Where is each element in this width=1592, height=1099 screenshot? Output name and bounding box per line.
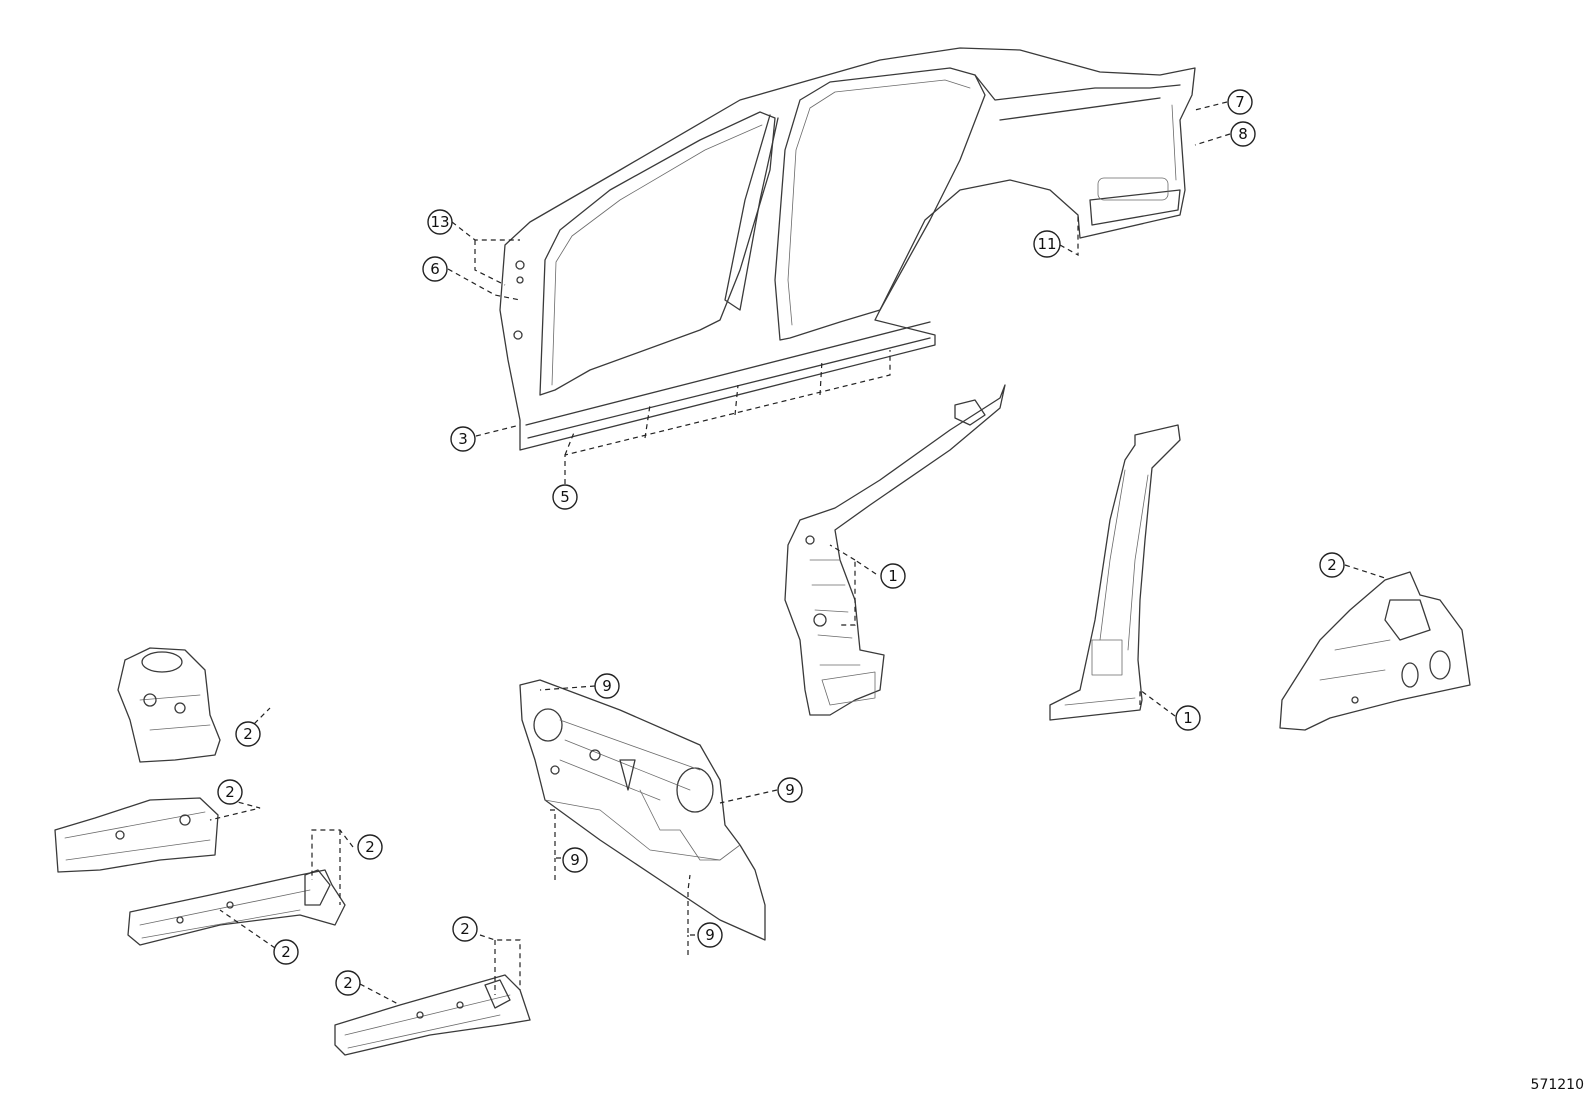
callout-2-floor-member-left: 2 <box>335 970 361 996</box>
floor-side-member <box>334 974 531 1056</box>
callout-2-side-member-bottom: 2 <box>273 939 299 965</box>
svg-text:2: 2 <box>343 974 353 992</box>
front-side-member <box>127 869 346 946</box>
svg-text:13: 13 <box>430 213 449 231</box>
callout-1-center-pillar: 1 <box>1175 705 1201 731</box>
svg-text:9: 9 <box>705 926 715 944</box>
svg-text:2: 2 <box>365 838 375 856</box>
rear-wheel-house-panel <box>1279 571 1471 731</box>
svg-text:2: 2 <box>243 725 253 743</box>
front-side-member-extension <box>54 797 219 873</box>
body-side-outer-panel <box>499 47 1196 451</box>
center-pillar-inner <box>1049 424 1181 721</box>
svg-text:5: 5 <box>560 488 570 506</box>
callout-2-floor-member-top: 2 <box>452 916 478 942</box>
svg-text:1: 1 <box>888 567 898 585</box>
callout-9-dash-right: 9 <box>777 777 803 803</box>
callout-9-dash-left: 9 <box>562 847 588 873</box>
svg-text:6: 6 <box>430 260 440 278</box>
callout-8: 8 <box>1230 121 1256 147</box>
leader-lines <box>209 101 1386 1006</box>
svg-text:3: 3 <box>458 430 468 448</box>
svg-text:8: 8 <box>1238 125 1248 143</box>
callout-11: 11 <box>1033 230 1061 258</box>
callout-1-front-pillar: 1 <box>880 563 906 589</box>
svg-text:9: 9 <box>602 677 612 695</box>
svg-text:2: 2 <box>281 943 291 961</box>
callout-2-side-member-ext: 2 <box>217 779 243 805</box>
callout-2-side-member-top: 2 <box>357 834 383 860</box>
callout-2-suspension-tower: 2 <box>235 721 261 747</box>
callout-13: 13 <box>427 209 453 235</box>
callout-9-dash-bottom: 9 <box>697 922 723 948</box>
callout-7: 7 <box>1227 89 1253 115</box>
callout-2-wheel-house: 2 <box>1319 552 1345 578</box>
callout-3: 3 <box>450 426 476 452</box>
callout-5: 5 <box>552 484 578 510</box>
figure-number: 571210 <box>1530 1077 1584 1093</box>
svg-text:7: 7 <box>1235 93 1245 111</box>
svg-text:1: 1 <box>1183 709 1193 727</box>
svg-text:11: 11 <box>1037 235 1056 253</box>
callout-9-dash-top: 9 <box>594 673 620 699</box>
svg-text:2: 2 <box>1327 556 1337 574</box>
svg-text:2: 2 <box>225 783 235 801</box>
svg-text:2: 2 <box>460 920 470 938</box>
dash-panel <box>519 679 766 941</box>
callout-6: 6 <box>422 256 448 282</box>
front-suspension-tower <box>117 647 221 763</box>
svg-text:9: 9 <box>570 851 580 869</box>
front-pillar-inner <box>784 384 1006 716</box>
svg-text:9: 9 <box>785 781 795 799</box>
